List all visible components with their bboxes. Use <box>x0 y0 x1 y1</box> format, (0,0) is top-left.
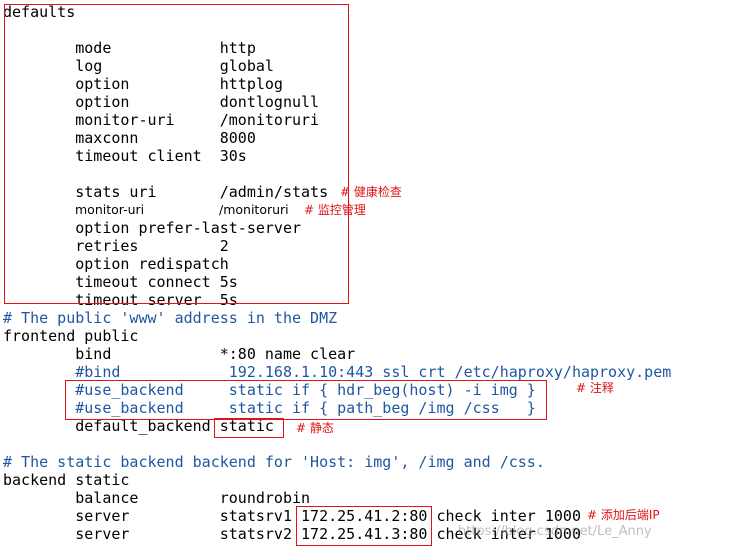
watermark: https://blog.csdn.net/Le_Anny <box>458 524 652 539</box>
monitor-uri-key: monitor-uri <box>75 202 145 217</box>
config-line: option httplog <box>3 75 283 93</box>
annotation-monitor-manage: # 监控管理 <box>304 203 366 217</box>
config-line: retries 2 <box>3 237 229 255</box>
server-ip-highlight-box <box>296 506 432 546</box>
config-text: default_backend static <box>3 417 274 435</box>
config-line: backend static <box>3 471 129 489</box>
config-text: bind *:80 name clear <box>3 345 356 363</box>
config-text: timeout server 5s <box>3 291 238 309</box>
config-line: mode http <box>3 39 256 57</box>
config-text: balance roundrobin <box>3 489 311 507</box>
config-line: #bind 192.168.1.10:443 ssl crt /etc/hapr… <box>3 363 671 381</box>
config-line: defaults <box>3 3 75 21</box>
config-text: log global <box>3 57 274 75</box>
config-comment-text: #bind 192.168.1.10:443 ssl crt /etc/hapr… <box>3 363 672 381</box>
config-text: timeout client 30s <box>3 147 247 165</box>
config-text: stats uri /admin/stats <box>3 183 329 201</box>
config-text: mode http <box>3 39 256 57</box>
config-line: server statsrv1 172.25.41.2:80 check int… <box>3 507 581 525</box>
config-line: bind *:80 name clear <box>3 345 355 363</box>
config-line: option prefer-last-server <box>3 219 301 237</box>
config-line: log global <box>3 57 274 75</box>
config-text: server statsrv1 172.25.41.2:80 check int… <box>3 507 581 525</box>
config-text: option httplog <box>3 75 283 93</box>
config-line: frontend public <box>3 327 138 345</box>
config-text: timeout connect 5s <box>3 273 238 291</box>
config-line: maxconn 8000 <box>3 129 256 147</box>
monitor-uri-value: /monitoruri <box>219 202 289 217</box>
config-comment-text: #use_backend static if { hdr_beg(host) -… <box>3 381 536 399</box>
config-text: defaults <box>3 3 76 21</box>
config-line: timeout server 5s <box>3 291 238 309</box>
config-text: backend static <box>3 471 130 489</box>
config-line: monitor-uri /monitoruri <box>3 111 319 129</box>
config-comment-text: #use_backend static if { path_beg /img /… <box>3 399 536 417</box>
config-line: timeout client 30s <box>3 147 247 165</box>
config-line: # The public 'www' address in the DMZ <box>3 309 337 327</box>
config-text: frontend public <box>3 327 139 345</box>
config-line: timeout connect 5s <box>3 273 238 291</box>
config-line: stats uri /admin/stats <box>3 183 328 201</box>
config-text: option redispatch <box>3 255 229 273</box>
annotation-add-backend-ip: # 添加后端IP <box>587 508 660 522</box>
use-backend-highlight-box <box>65 380 547 420</box>
config-line: balance roundrobin <box>3 489 310 507</box>
config-line: option redispatch <box>3 255 229 273</box>
config-line: # The static backend backend for 'Host: … <box>3 453 545 471</box>
defaults-highlight-box <box>4 4 349 304</box>
config-line: option dontlognull <box>3 93 319 111</box>
config-comment-text: # The static backend backend for 'Host: … <box>3 453 545 471</box>
annotation-static: # 静态 <box>296 421 334 435</box>
annotation-comment: # 注释 <box>576 381 614 395</box>
config-line: default_backend static <box>3 417 274 435</box>
annotation-health-check: # 健康检查 <box>340 185 402 199</box>
config-line: #use_backend static if { path_beg /img /… <box>3 399 536 417</box>
config-text: option dontlognull <box>3 93 320 111</box>
config-text: maxconn 8000 <box>3 129 256 147</box>
config-text: server statsrv2 172.25.41.3:80 check int… <box>3 525 581 543</box>
config-comment-text: # The public 'www' address in the DMZ <box>3 309 338 327</box>
config-text: monitor-uri /monitoruri <box>3 111 320 129</box>
default-backend-highlight-box <box>214 418 284 438</box>
config-line: server statsrv2 172.25.41.3:80 check int… <box>3 525 581 543</box>
config-text: retries 2 <box>3 237 229 255</box>
config-text: option prefer-last-server <box>3 219 302 237</box>
config-line: #use_backend static if { hdr_beg(host) -… <box>3 381 536 399</box>
